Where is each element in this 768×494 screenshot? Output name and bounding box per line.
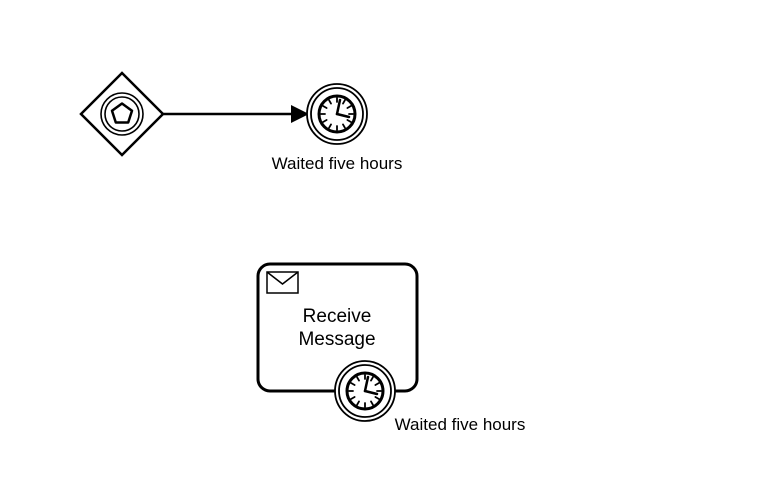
envelope-icon [266,271,299,294]
clock-icon [345,371,385,411]
sequence-flow[interactable] [163,105,309,123]
pentagon-icon [110,102,134,124]
event-based-gateway[interactable] [79,71,165,157]
timer-event-label: Waited five hours [272,154,403,173]
receive-task[interactable]: Receive Message [256,262,419,393]
task-label-line2: Message [298,329,375,350]
task-label-line1: Receive [303,306,372,327]
arrowhead [291,105,309,123]
clock-icon [317,94,357,134]
boundary-timer-label: Waited five hours [395,415,526,434]
boundary-timer-event[interactable] [334,360,396,422]
timer-event[interactable] [306,83,368,145]
